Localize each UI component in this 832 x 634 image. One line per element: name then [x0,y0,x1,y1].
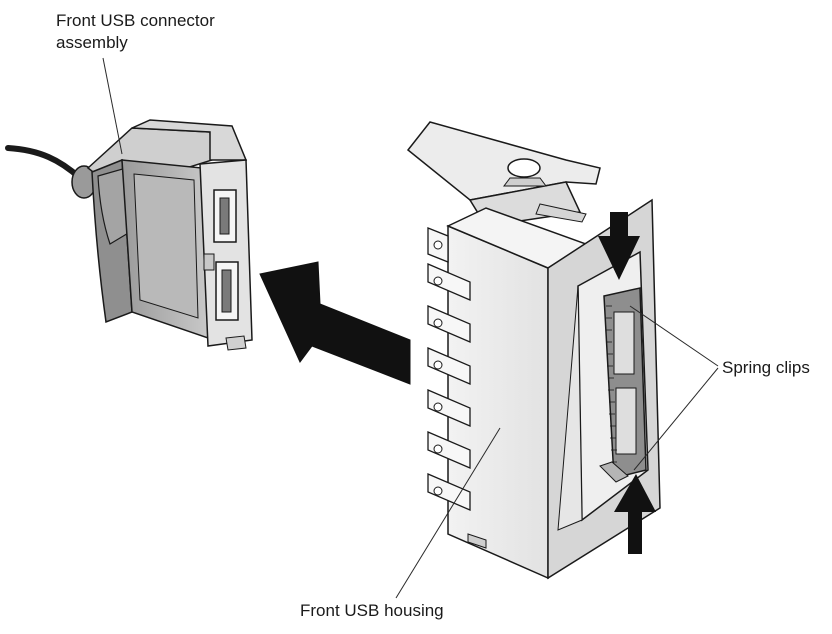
connector-face-panel [133,173,199,319]
housing-fins [427,227,471,511]
label-spring-clips: Spring clips [722,358,810,377]
leader-connector [102,57,123,155]
insertion-arrow [259,261,411,385]
label-front-usb-housing: Front USB housing [300,601,444,620]
label-front-usb-connector-assembly: Front USB connector assembly [56,10,215,54]
housing-top-clip [406,121,601,201]
leader-spring-clip-bottom [633,367,719,471]
label-connector-line1: Front USB connector [56,11,215,30]
leader-lines [102,57,719,599]
press-arrow-up [614,474,656,554]
press-arrow-down [598,212,640,280]
leader-housing [395,427,501,599]
leader-spring-clip-top [629,305,719,367]
label-connector-line2: assembly [56,33,128,52]
connector-grip [97,167,131,245]
connector-port-frame [199,159,253,347]
usb-connector-assembly [5,119,253,351]
connector-cable [5,145,83,181]
